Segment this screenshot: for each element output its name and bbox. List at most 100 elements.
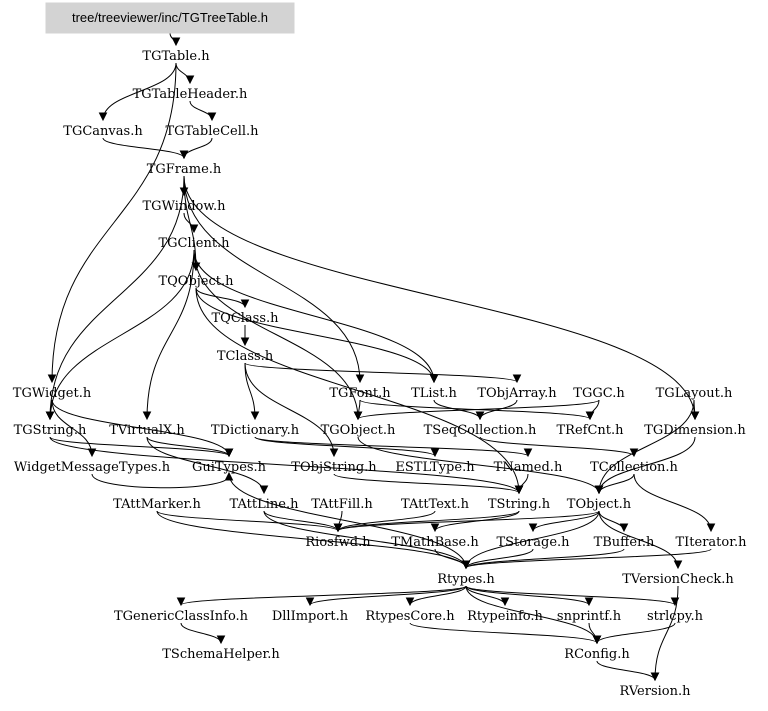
node-tg-frame[interactable]: TGFrame.h — [147, 162, 222, 177]
arrowhead-t-object-to-t-version-check — [673, 560, 683, 570]
node-riosfwd[interactable]: Riosfwd.h — [305, 535, 371, 550]
edge-t-iterator-to-rtypes — [465, 548, 712, 569]
node-rtypes-core[interactable]: RtypesCore.h — [365, 609, 455, 624]
node-t-buffer[interactable]: TBuffer.h — [594, 535, 655, 550]
arrowhead-t-object-to-t-storage — [528, 523, 538, 533]
arrowhead-r-config-to-r-version — [650, 672, 660, 682]
arrowhead-tg-frame-to-tg-font — [355, 374, 365, 384]
edge-t-seq-collection-to-t-collection — [479, 436, 635, 457]
node-t-collection[interactable]: TCollection.h — [590, 460, 678, 475]
node-dll-import[interactable]: DllImport.h — [272, 609, 349, 624]
node-t-seq-collection[interactable]: TSeqCollection.h — [424, 423, 537, 438]
arrowhead-t-object-to-t-buffer — [619, 523, 629, 533]
node-tq-class[interactable]: TQClass.h — [211, 311, 279, 326]
node-tg-font[interactable]: TGFont.h — [329, 386, 391, 401]
arrowhead-rtypes-to-t-generic-class-info — [176, 597, 186, 607]
node-tg-table[interactable]: TGTable.h — [142, 49, 210, 64]
node-t-att-line[interactable]: TAttLine.h — [230, 497, 300, 512]
node-widget-message-types[interactable]: WidgetMessageTypes.h — [14, 460, 171, 475]
node-t-att-fill[interactable]: TAttFill.h — [311, 497, 373, 512]
edge-t-att-text-to-riosfwd — [337, 510, 436, 532]
arrowhead-t-seq-collection-to-t-collection — [629, 448, 639, 458]
arrowhead-strlcpy-to-r-config — [592, 635, 602, 645]
edge-t-obj-string-to-t-string — [333, 473, 520, 494]
node-tq-object[interactable]: TQObject.h — [158, 274, 234, 289]
node-t-class[interactable]: TClass.h — [217, 349, 274, 364]
arrowhead-rtypes-to-snprintf — [584, 597, 594, 607]
edge-t-math-base-to-rtypes — [434, 548, 467, 569]
edge-t-storage-to-rtypes — [465, 548, 534, 569]
node-t-string[interactable]: TString.h — [488, 497, 551, 512]
edge-tq-object-to-t-list — [195, 287, 435, 383]
edge-tg-frame-to-tg-dimension — [183, 175, 696, 420]
arrowhead-tq-object-to-t-list — [429, 374, 439, 384]
edge-t-class-to-t-obj-array — [244, 362, 518, 383]
arrowhead-tggc-to-tg-object — [353, 411, 363, 421]
edge-r-config-to-r-version — [596, 660, 656, 681]
root-node-label[interactable]: tree/treeviewer/inc/TGTreeTable.h — [72, 10, 268, 25]
node-tg-client[interactable]: TGClient.h — [158, 236, 230, 251]
arrowhead-tq-class-to-t-class — [240, 337, 250, 347]
node-estl-type[interactable]: ESTLType.h — [395, 460, 475, 475]
node-t-version-check[interactable]: TVersionCheck.h — [622, 572, 734, 587]
node-t-att-marker[interactable]: TAttMarker.h — [113, 497, 201, 512]
edge-t-collection-to-t-object — [598, 473, 635, 494]
arrowhead-t-class-to-t-obj-array — [512, 374, 522, 384]
node-t-named[interactable]: TNamed.h — [494, 460, 563, 475]
arrowhead-root-to-tg-table — [171, 37, 181, 47]
node-tg-table-cell[interactable]: TGTableCell.h — [165, 124, 259, 139]
node-t-math-base[interactable]: TMathBase.h — [391, 535, 479, 550]
node-tg-window[interactable]: TGWindow.h — [143, 199, 227, 214]
root-node-box[interactable] — [45, 2, 295, 34]
node-gui-types[interactable]: GuiTypes.h — [192, 460, 267, 475]
node-layer: tree/treeviewer/inc/TGTreeTable.h TGTabl… — [13, 2, 747, 699]
node-strlcpy[interactable]: strlcpy.h — [647, 609, 704, 624]
node-tg-layout[interactable]: TGLayout.h — [656, 386, 733, 401]
node-rtypeinfo[interactable]: Rtypeinfo.h — [467, 609, 543, 624]
node-t-dictionary[interactable]: TDictionary.h — [211, 423, 300, 438]
edge-tg-table-cell-to-tg-frame — [183, 137, 213, 159]
arrowhead-tg-table-to-tg-table-header — [185, 75, 195, 85]
arrowhead-rtypes-to-dll-import — [305, 597, 315, 607]
edge-tg-table-header-to-tg-table-cell — [189, 100, 213, 121]
edge-rtypes-core-to-r-config — [409, 622, 598, 644]
node-tg-dimension[interactable]: TGDimension.h — [644, 423, 746, 438]
arrowhead-rtypes-to-rtypes-core — [405, 597, 415, 607]
node-r-version[interactable]: RVersion.h — [620, 684, 692, 699]
arrowhead-t-collection-to-t-object — [594, 485, 604, 495]
arrowhead-t-dictionary-to-t-named — [523, 448, 533, 458]
node-t-object[interactable]: TObject.h — [567, 497, 632, 512]
node-t-schema-helper[interactable]: TSchemaHelper.h — [162, 647, 280, 662]
node-tg-table-header[interactable]: TGTableHeader.h — [133, 87, 248, 102]
edge-t-object-to-rtypes — [465, 510, 600, 569]
node-snprintf[interactable]: snprintf.h — [557, 609, 622, 624]
arrowhead-tg-client-to-t-virtual-x — [142, 411, 152, 421]
node-tggc[interactable]: TGGC.h — [573, 386, 625, 401]
node-t-storage[interactable]: TStorage.h — [496, 535, 570, 550]
edge-rtypes-to-r-config — [465, 585, 598, 644]
edge-t-dictionary-to-estl-type — [254, 436, 436, 457]
node-t-list[interactable]: TList.h — [411, 386, 457, 401]
arrowhead-tg-widget-to-tg-string — [45, 411, 55, 421]
edge-tg-dimension-to-t-object — [598, 436, 696, 494]
edge-t-virtual-x-to-t-att-line — [146, 436, 265, 494]
edge-t-object-to-t-version-check — [598, 510, 679, 569]
node-tg-canvas[interactable]: TGCanvas.h — [63, 124, 143, 139]
edge-tg-table-to-tg-canvas — [102, 62, 177, 121]
node-t-att-text[interactable]: TAttText.h — [401, 497, 470, 512]
edge-rtypes-to-dll-import — [309, 585, 467, 606]
node-t-obj-string[interactable]: TObjString.h — [291, 460, 377, 475]
node-t-virtual-x[interactable]: TVirtualX.h — [109, 423, 185, 438]
edge-tg-client-to-tg-object — [193, 249, 359, 420]
edge-t-att-line-to-riosfwd — [263, 510, 339, 532]
node-t-iterator[interactable]: TIterator.h — [675, 535, 747, 550]
node-rtypes[interactable]: Rtypes.h — [437, 572, 495, 587]
edge-tq-object-to-tq-class — [195, 287, 246, 308]
node-r-config[interactable]: RConfig.h — [564, 647, 630, 662]
node-tg-object[interactable]: TGObject.h — [321, 423, 396, 438]
node-tg-string[interactable]: TGString.h — [14, 423, 87, 438]
node-t-generic-class-info[interactable]: TGenericClassInfo.h — [114, 609, 249, 624]
node-t-obj-array[interactable]: TObjArray.h — [477, 386, 557, 401]
node-tg-widget[interactable]: TGWidget.h — [13, 386, 92, 401]
node-t-ref-cnt[interactable]: TRefCnt.h — [556, 423, 624, 438]
